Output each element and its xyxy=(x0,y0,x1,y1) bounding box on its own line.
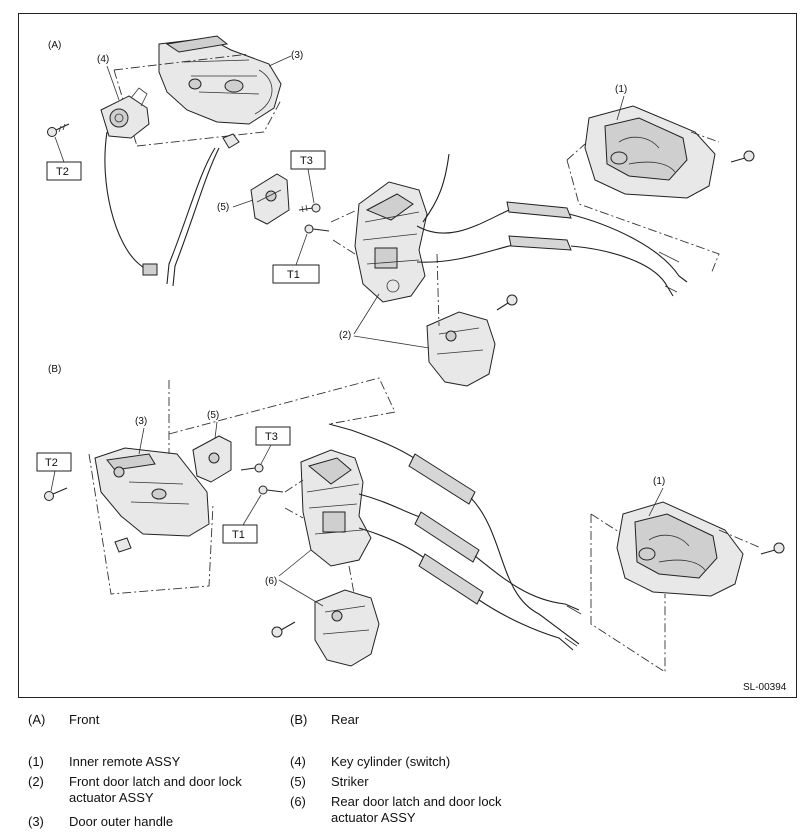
latch-screw-rear-icon xyxy=(258,485,284,495)
diagram-frame: (A) T2 (4) (3) (5) xyxy=(18,13,797,698)
legend-key: (5) xyxy=(290,774,306,789)
legend-key: (A) xyxy=(28,712,46,727)
key-cylinder-icon xyxy=(100,87,150,139)
remote-screw-front-icon xyxy=(730,150,755,163)
callout-3-front: (3) xyxy=(291,50,303,61)
legend-key: (1) xyxy=(28,754,44,769)
legend-key: (B) xyxy=(290,712,308,727)
legend-key: (6) xyxy=(290,794,306,809)
figure-code: SL-00394 xyxy=(743,682,787,693)
door-lock-exploded-diagram: (A) T2 (4) (3) (5) xyxy=(36,35,787,693)
striker-screw-front-icon xyxy=(298,203,321,213)
callout-4: (4) xyxy=(97,54,109,65)
front-outer-handle-icon xyxy=(158,35,282,125)
t2-rear-label: T2 xyxy=(45,457,58,469)
legend-text: Rear xyxy=(331,712,360,727)
front-lock-actuator-icon xyxy=(426,311,496,387)
callout-5-front: (5) xyxy=(217,202,229,213)
front-inner-remote-icon xyxy=(584,105,716,199)
front-handle-bolt-icon xyxy=(47,123,70,137)
front-striker-icon xyxy=(250,173,290,225)
latch-screw-front-icon xyxy=(304,224,330,234)
t1-rear-box xyxy=(222,524,258,544)
legend-key: (2) xyxy=(28,774,44,789)
callout-2: (2) xyxy=(339,330,351,341)
striker-screw-rear-icon xyxy=(240,463,264,473)
front-door-latch-icon xyxy=(354,181,428,303)
rear-lock-actuator-icon xyxy=(314,589,380,667)
callout-3-rear: (3) xyxy=(135,416,147,427)
front-linkage-rod xyxy=(166,147,216,285)
legend-key: (4) xyxy=(290,754,306,769)
key-cylinder-harness xyxy=(104,131,150,273)
t1-rear-label: T1 xyxy=(232,529,245,541)
t3-rear-label: T3 xyxy=(265,431,278,443)
rear-door-latch-icon xyxy=(300,449,372,567)
actuator-bolt-rear-icon xyxy=(271,621,296,638)
t2-front-label: T2 xyxy=(56,166,69,178)
callout-1-front: (1) xyxy=(615,84,627,95)
front-cables xyxy=(416,201,688,297)
rear-striker-icon xyxy=(192,435,232,483)
rod-clip-icon xyxy=(222,133,240,149)
legend-text: Key cylinder (switch) xyxy=(331,754,451,769)
remote-screw-rear-icon xyxy=(760,542,785,555)
legend: (A) Front (B) Rear (1) Inner remote ASSY… xyxy=(0,700,810,840)
callout-6: (6) xyxy=(265,576,277,587)
rear-rod-clip-icon xyxy=(114,537,132,553)
t3-rear-box xyxy=(255,426,291,446)
legend-text: Inner remote ASSY xyxy=(69,754,181,769)
legend-text: Front xyxy=(69,712,100,727)
legend-key: (3) xyxy=(28,814,44,829)
legend-text: Door outer handle xyxy=(69,814,174,829)
view-b-label: (B) xyxy=(48,364,61,375)
callout-5-rear: (5) xyxy=(207,410,219,421)
harness-connector-icon xyxy=(142,263,158,276)
view-a-label: (A) xyxy=(48,40,61,51)
callout-1-rear: (1) xyxy=(653,476,665,487)
t2-rear-box xyxy=(36,452,72,472)
t1-front-label: T1 xyxy=(287,269,300,281)
rear-outer-handle-icon xyxy=(94,447,210,537)
legend-text: Rear door latch and door lock actuator A… xyxy=(331,794,502,825)
t3-front-label: T3 xyxy=(300,155,313,167)
rear-cables xyxy=(328,423,582,651)
legend-text: Front door latch and door lock actuator … xyxy=(69,774,242,805)
actuator-bolt-front-icon xyxy=(496,294,518,311)
legend-text: Striker xyxy=(331,774,369,789)
rear-inner-remote-icon xyxy=(616,501,744,597)
rear-handle-bolt-icon xyxy=(44,487,68,501)
